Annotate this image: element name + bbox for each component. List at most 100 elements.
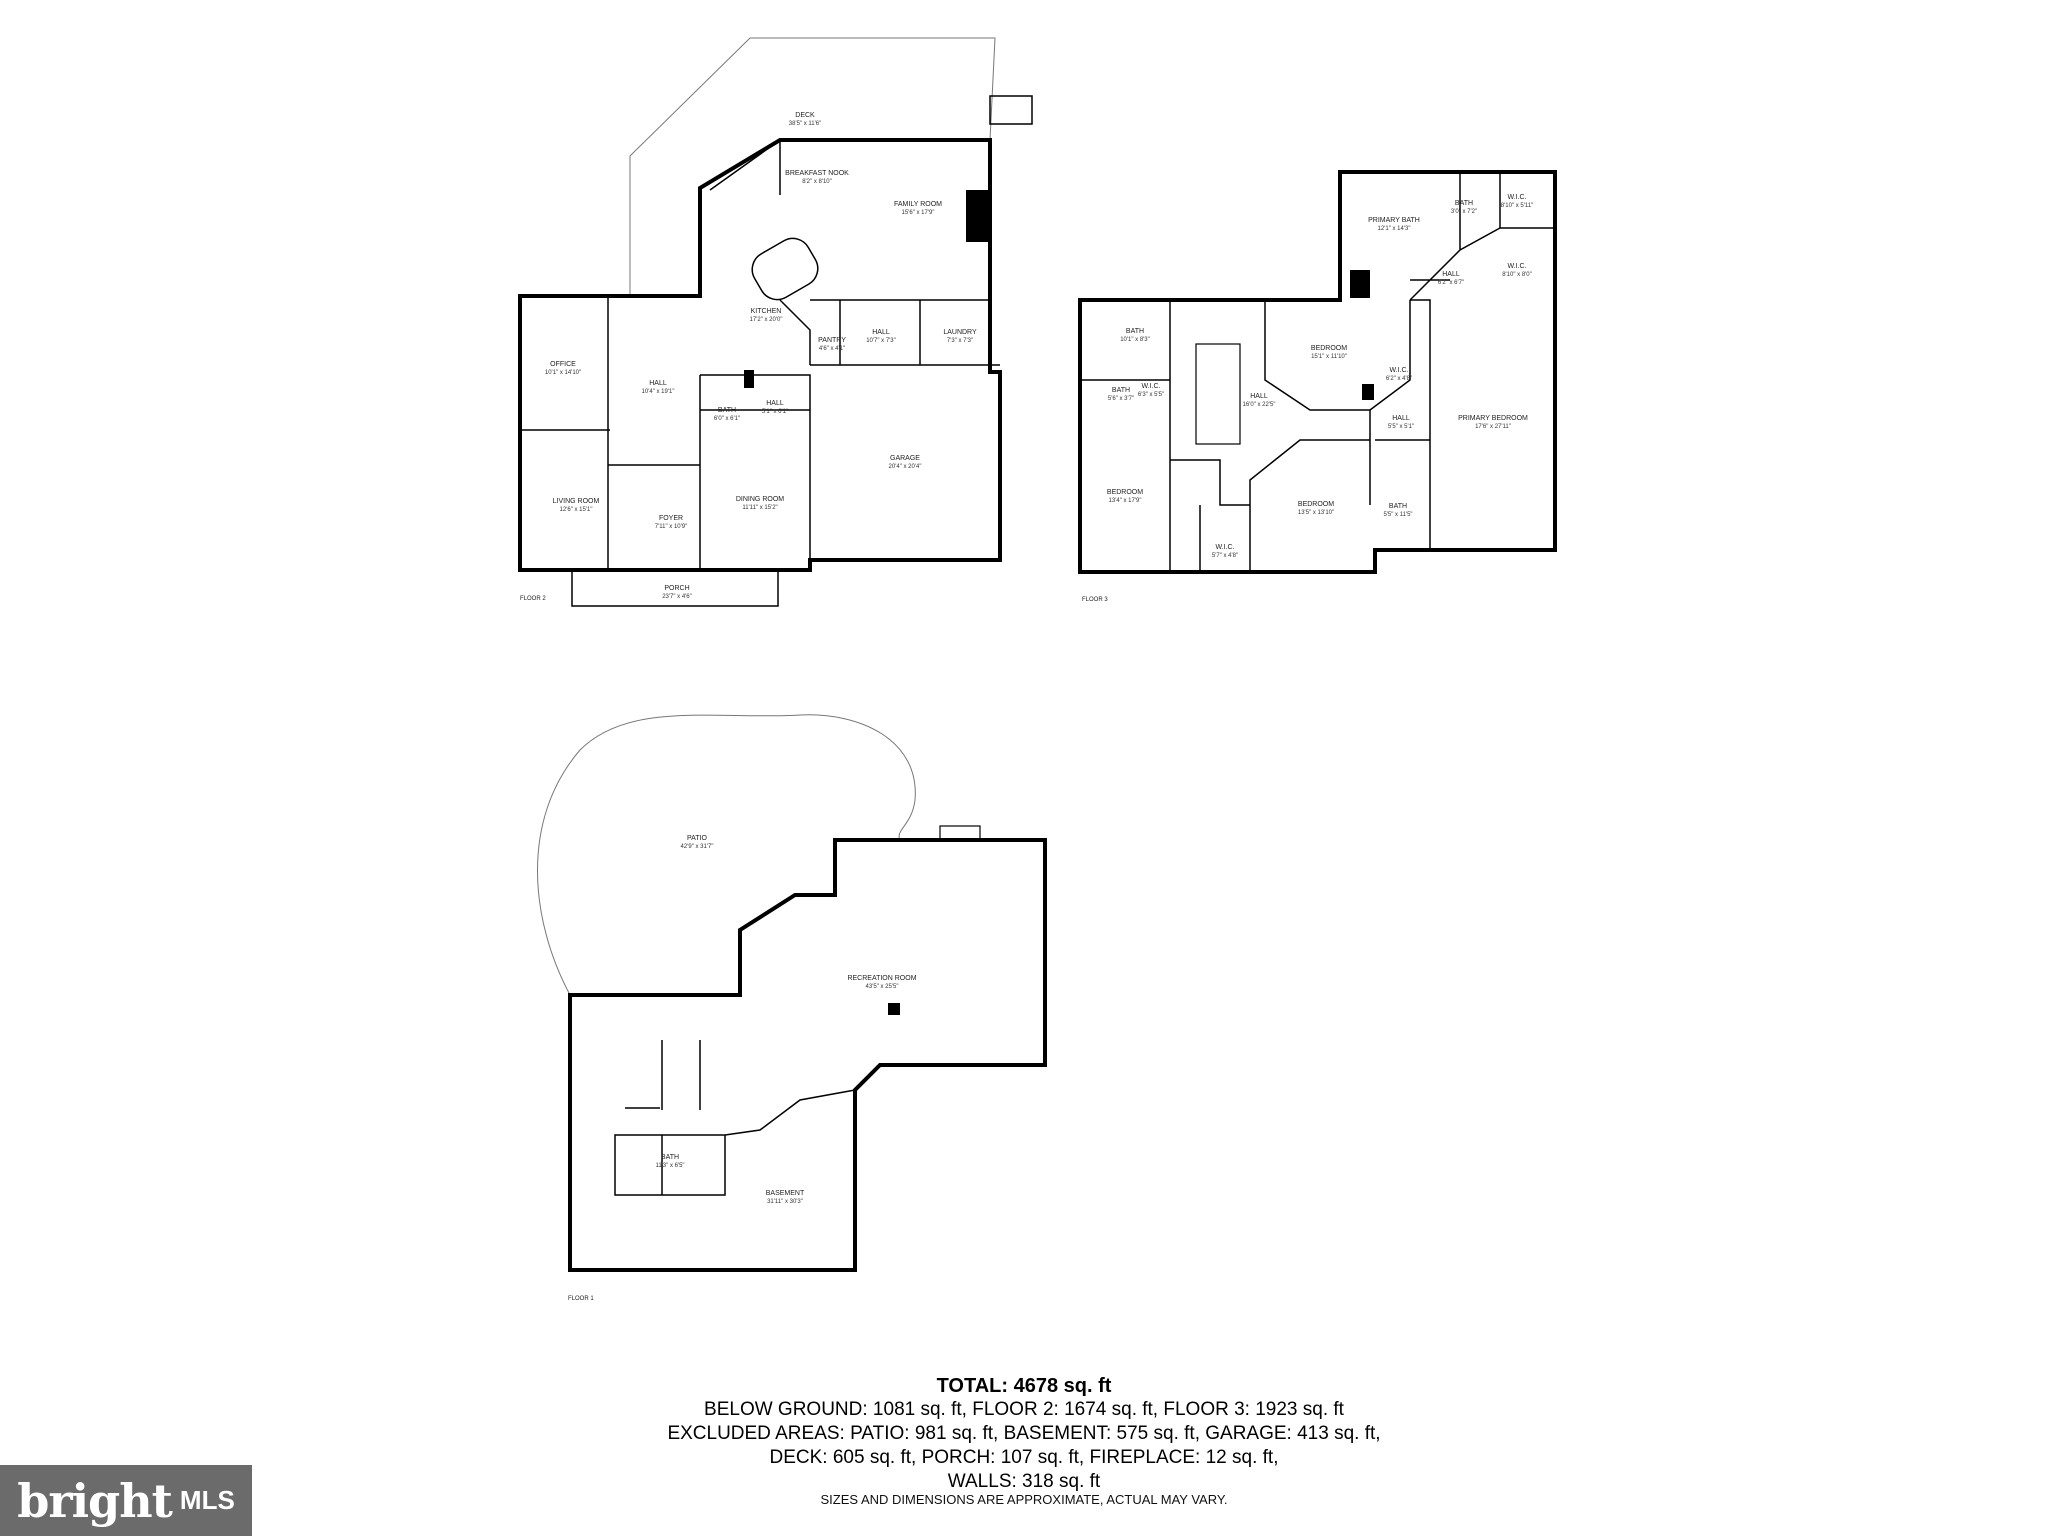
hall-f3-main-label: HALL — [1250, 393, 1268, 400]
laundry-dims: 7'3" x 7'3" — [947, 338, 973, 344]
bath-f3-2-label: BATH — [1112, 387, 1130, 394]
foyer-label: FOYER — [659, 515, 683, 522]
family-room-label: FAMILY ROOM — [894, 201, 942, 208]
kitchen-label: KITCHEN — [751, 308, 782, 315]
kitchen-island — [751, 237, 819, 301]
basement-label: BASEMENT — [766, 1190, 805, 1197]
patio-outline — [537, 714, 916, 996]
bath-small-label: BATH — [1455, 200, 1473, 207]
laundry-label: LAUNDRY — [943, 329, 977, 336]
wic-4-label: W.I.C. — [1141, 383, 1160, 390]
hall-f3-upper-dims: 6'2" x 6'7" — [1438, 280, 1464, 286]
bath-f3-1-dims: 10'1" x 8'3" — [1120, 337, 1150, 343]
bedroom-3-label: BEDROOM — [1298, 501, 1334, 508]
bedroom-2-label: BEDROOM — [1107, 489, 1143, 496]
area-line-1: BELOW GROUND: 1081 sq. ft, FLOOR 2: 1674… — [704, 1399, 1344, 1420]
hall-main-label: HALL — [649, 380, 667, 387]
deck-dims: 38'5" x 11'6" — [789, 121, 821, 127]
bath-f2-label: BATH — [718, 407, 736, 414]
floor-2-porch — [571, 570, 779, 607]
hall-main-dims: 10'4" x 19'1" — [642, 389, 675, 395]
bath-f2-dims: 6'0" x 6'1" — [714, 416, 740, 422]
porch-dims: 23'7" x 4'6" — [662, 594, 692, 600]
wic-5-dims: 5'7" x 4'8" — [1212, 553, 1238, 559]
area-line-3: DECK: 605 sq. ft, PORCH: 107 sq. ft, FIR… — [769, 1447, 1279, 1468]
hall-f3-small-label: HALL — [1392, 415, 1410, 422]
floor-3-plan: PRIMARY BATH 12'1" x 14'3" BATH 3'0" x 7… — [1078, 170, 1557, 603]
column-block — [888, 1003, 900, 1015]
garage-label: GARAGE — [890, 455, 920, 462]
area-summary: TOTAL: 4678 sq. ft BELOW GROUND: 1081 sq… — [0, 1374, 2048, 1494]
basement-dims: 31'11" x 30'3" — [767, 1199, 803, 1205]
deck-outline — [629, 37, 996, 296]
floor-3-interior-walls — [1080, 172, 1555, 572]
floor-2-interior-walls — [520, 139, 1000, 570]
recreation-room-label: RECREATION ROOM — [847, 975, 916, 982]
primary-bath-label: PRIMARY BATH — [1368, 217, 1420, 224]
wic-2-dims: 8'10" x 8'0" — [1502, 272, 1532, 278]
block-f3-2 — [1362, 384, 1374, 400]
living-room-dims: 12'6" x 15'1" — [560, 507, 593, 513]
office-label: OFFICE — [550, 361, 576, 368]
floor-3-label: FLOOR 3 — [1082, 597, 1108, 603]
recreation-room-dims: 43'5" x 25'5" — [866, 984, 899, 990]
pantry-dims: 4'6" x 4'1" — [819, 346, 845, 352]
hall-small-dims: 5'1" x 6'1" — [762, 409, 788, 415]
bath-f1-dims: 11'3" x 6'5" — [655, 1163, 684, 1169]
breakfast-nook-label: BREAKFAST NOOK — [785, 170, 849, 177]
breakfast-nook-dims: 8'2" x 8'10" — [802, 179, 832, 185]
garage-dims: 20'4" x 20'4" — [889, 464, 922, 470]
bedroom-3-dims: 13'5" x 13'10" — [1298, 510, 1334, 516]
office-dims: 10'1" x 14'10" — [545, 370, 581, 376]
logo-brand: bright — [17, 1473, 173, 1528]
dining-room-label: DINING ROOM — [736, 496, 784, 503]
wic-2-label: W.I.C. — [1507, 263, 1526, 270]
patio-label: PATIO — [687, 835, 708, 842]
floor-2-label: FLOOR 2 — [520, 596, 546, 602]
hall-f3-upper-label: HALL — [1442, 271, 1460, 278]
porch-label: PORCH — [664, 585, 689, 592]
bath-f3-1-label: BATH — [1126, 328, 1144, 335]
wic-1-dims: 8'10" x 5'11" — [1501, 203, 1533, 209]
stair-f3 — [1195, 343, 1241, 445]
block-f3-1 — [1350, 270, 1370, 298]
wic-3-label: W.I.C. — [1389, 367, 1408, 374]
hall-small-label: HALL — [766, 400, 784, 407]
bath-f1-label: BATH — [661, 1154, 679, 1161]
floor-1-label: FLOOR 1 — [568, 1296, 594, 1302]
wic-1-label: W.I.C. — [1507, 194, 1526, 201]
window-well — [939, 825, 981, 841]
primary-bedroom-dims: 17'6" x 27'11" — [1475, 424, 1511, 430]
primary-bedroom-label: PRIMARY BEDROOM — [1458, 415, 1528, 422]
area-line-2: EXCLUDED AREAS: PATIO: 981 sq. ft, BASEM… — [667, 1423, 1381, 1444]
family-room-dims: 15'6" x 17'9" — [902, 210, 935, 216]
fireplace-block — [966, 190, 990, 242]
hall-f3-small-dims: 5'5" x 5'1" — [1388, 424, 1414, 430]
dining-room-dims: 11'11" x 15'2" — [742, 505, 777, 511]
deck-stairs — [989, 95, 1033, 125]
chimney-block — [744, 370, 754, 388]
bedroom-1-dims: 15'1" x 11'10" — [1311, 354, 1347, 360]
bedroom-2-dims: 13'4" x 17'9" — [1109, 498, 1142, 504]
primary-bath-dims: 12'1" x 14'3" — [1378, 226, 1411, 232]
hall-kitchen-label: HALL — [872, 329, 890, 336]
foyer-dims: 7'11" x 10'9" — [655, 524, 687, 530]
living-room-label: LIVING ROOM — [553, 498, 600, 505]
kitchen-dims: 17'2" x 20'0" — [750, 317, 783, 323]
bath-small-dims: 3'0" x 7'2" — [1451, 209, 1477, 215]
logo-suffix: MLS — [179, 1485, 235, 1515]
bedroom-1-label: BEDROOM — [1311, 345, 1347, 352]
hall-f3-main-dims: 16'0" x 22'5" — [1243, 402, 1276, 408]
patio-dims: 42'9" x 31'7" — [681, 844, 714, 850]
wic-4-dims: 6'3" x 5'5" — [1138, 392, 1164, 398]
bright-mls-logo: bright MLS — [0, 1465, 252, 1536]
total-area: TOTAL: 4678 sq. ft — [936, 1375, 1112, 1397]
floor-1-plan: PATIO 42'9" x 31'7" RECREATION ROOM 43'5… — [537, 714, 1047, 1302]
hall-kitchen-dims: 10'7" x 7'3" — [866, 338, 896, 344]
bath-f3-3-dims: 5'5" x 11'5" — [1383, 512, 1412, 518]
deck-label: DECK — [795, 112, 815, 119]
area-line-4: WALLS: 318 sq. ft — [947, 1471, 1101, 1492]
bath-f3-2-dims: 5'6" x 3'7" — [1108, 396, 1134, 402]
wic-3-dims: 6'2" x 4'8" — [1386, 376, 1412, 382]
